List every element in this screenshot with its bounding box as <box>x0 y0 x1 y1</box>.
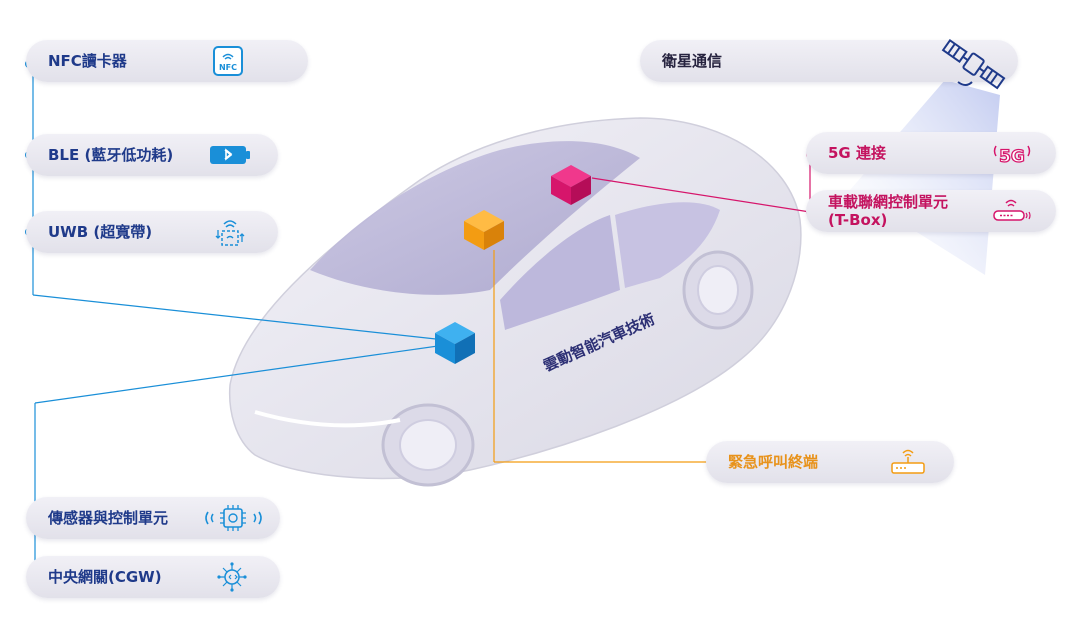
nfc-reader-label: NFC讀卡器 <box>48 52 127 70</box>
svg-text:5G: 5G <box>999 147 1025 167</box>
tbox-label-line2: (T-Box) <box>828 211 888 229</box>
satellite-pill[interactable]: 衛星通信 <box>640 40 1018 82</box>
tbox-label-line1: 車載聯網控制單元 <box>828 193 949 211</box>
blue-cube <box>435 322 475 364</box>
tbox-pill[interactable]: 車載聯網控制單元 (T-Box) <box>806 190 1056 232</box>
tbox-label: 車載聯網控制單元 (T-Box) <box>828 193 948 229</box>
headlight <box>254 410 401 428</box>
blue-connectors <box>32 64 446 576</box>
nfc-reader-pill[interactable]: NFC讀卡器 NFC <box>26 40 308 82</box>
pink-cube <box>551 165 591 205</box>
svg-text:NFC: NFC <box>219 63 237 72</box>
gateway-icon <box>217 562 247 592</box>
satellite-label: 衛星通信 <box>662 52 723 70</box>
satellite-beam <box>850 80 1000 275</box>
bluetooth-battery-icon <box>210 146 250 164</box>
orange-cube <box>464 210 504 250</box>
ecall-label: 緊急呼叫終端 <box>728 453 819 471</box>
orange-connectors <box>493 250 712 463</box>
uwb-icon <box>215 220 245 246</box>
5g-icon: 5G <box>993 145 1031 168</box>
router-icon <box>993 199 1031 221</box>
sensor-label: 傳感器與控制單元 <box>48 509 169 527</box>
uwb-label: UWB (超寬帶) <box>48 223 153 241</box>
cgw-label: 中央網關(CGW) <box>48 568 162 586</box>
nfc-icon: NFC <box>213 46 243 76</box>
ble-pill[interactable]: BLE (藍牙低功耗) <box>26 134 278 176</box>
side-window-rear <box>615 202 720 288</box>
sensor-pill[interactable]: 傳感器與控制單元 <box>26 497 280 539</box>
ecall-pill[interactable]: 緊急呼叫終端 <box>706 441 954 483</box>
emergency-terminal-icon <box>891 449 925 474</box>
5g-pill[interactable]: 5G 連接 5G <box>806 132 1056 174</box>
5g-label: 5G 連接 <box>828 144 886 162</box>
uwb-pill[interactable]: UWB (超寬帶) <box>26 211 278 253</box>
side-window-front <box>500 215 620 330</box>
ble-label: BLE (藍牙低功耗) <box>48 146 174 164</box>
satellite-icon <box>941 38 1006 90</box>
sensor-chip-icon <box>205 505 262 531</box>
cgw-pill[interactable]: 中央網關(CGW) <box>26 556 280 598</box>
